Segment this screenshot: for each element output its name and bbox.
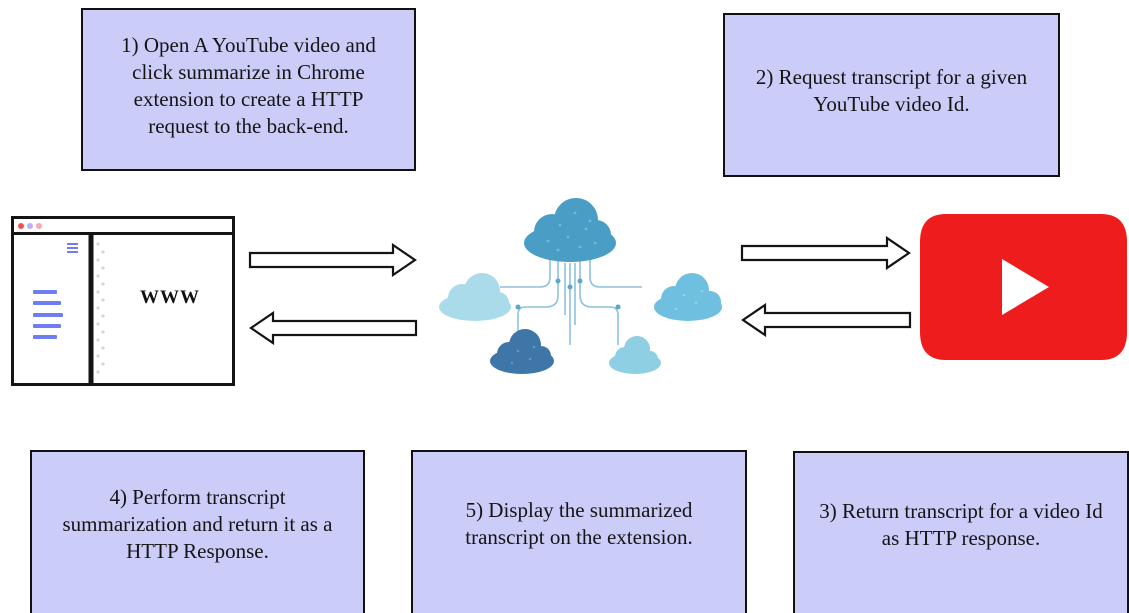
- step-1-box: 1) Open A YouTube video and click summar…: [81, 8, 416, 171]
- step-3-box: 3) Return transcript for a video Id as H…: [793, 451, 1129, 613]
- step-2-text: 2) Request transcript for a given YouTub…: [755, 65, 1028, 116]
- step-4-box: 4) Perform transcript summarization and …: [30, 450, 365, 613]
- step-1-text: 1) Open A YouTube video and click summar…: [121, 32, 376, 138]
- arrow-right-icon: [740, 236, 911, 270]
- cloud-network-icon: [439, 198, 722, 374]
- cloud-main: [524, 198, 616, 262]
- arrow-left-icon: [249, 311, 418, 345]
- browser-window-icon: [11, 216, 235, 386]
- youtube-play-icon: [920, 214, 1127, 360]
- step-4-text: 4) Perform transcript summarization and …: [62, 484, 333, 563]
- arrow-left-icon: [741, 303, 912, 337]
- step-5-text: 5) Display the summarized transcript on …: [465, 498, 693, 549]
- www-label: WWW: [140, 287, 200, 308]
- step-5-box: 5) Display the summarized transcript on …: [411, 450, 747, 613]
- arrow-right-icon: [248, 243, 417, 277]
- step-2-box: 2) Request transcript for a given YouTub…: [723, 13, 1060, 177]
- step-3-text: 3) Return transcript for a video Id as H…: [819, 499, 1103, 550]
